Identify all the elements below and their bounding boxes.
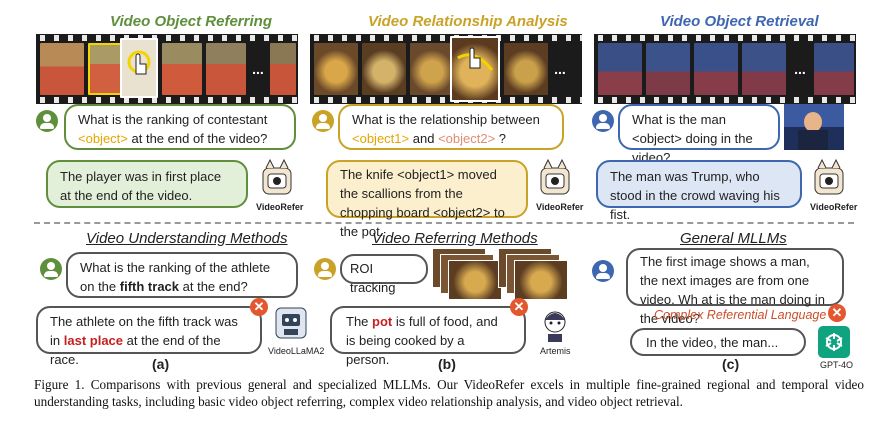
artemis-icon	[544, 311, 566, 342]
question-text-end: at the end?	[182, 279, 248, 294]
roi-tracking-bubble: ROI tracking	[340, 254, 428, 295]
crowd-frame-5	[814, 43, 854, 95]
crowd-frame-2	[646, 43, 690, 95]
panel-c-filmstrip: ...	[594, 34, 856, 104]
panel-a-question-bubble: What is the ranking of contestant <objec…	[64, 104, 296, 150]
user-icon	[36, 110, 58, 132]
object-crop-image	[784, 104, 844, 150]
answer-text: The man was Trump, who stood in the crow…	[610, 169, 780, 222]
user-icon	[312, 110, 334, 132]
object-token: <object>	[78, 131, 128, 146]
panel-c-sub-question-bubble: The first image shows a man, the next im…	[626, 248, 844, 326]
answer-text: The knife <object1> moved the scallions …	[340, 167, 505, 239]
section-divider	[34, 222, 854, 224]
user-icon	[592, 260, 614, 282]
race-frame-1	[40, 43, 84, 95]
model-label: VideoRefer	[256, 202, 304, 212]
answer-text: The	[346, 314, 369, 329]
videorefer-mascot-icon	[814, 158, 844, 195]
panel-a-title: Video Object Referring	[110, 13, 272, 30]
model-label: GPT-4O	[820, 360, 854, 370]
wrong-x-icon: ✕	[510, 298, 528, 316]
question-text: What is the ranking of the athlete on th…	[80, 260, 271, 294]
gpt-logo-icon	[818, 326, 850, 358]
crowd-frame-4	[742, 43, 786, 95]
figure-caption: Figure 1. Comparisons with previous gene…	[34, 377, 864, 409]
model-label: VideoLLaMA2	[268, 346, 325, 356]
panel-c-label: (c)	[722, 356, 740, 372]
and-text: and	[412, 131, 435, 146]
question-bold-text: fifth track	[119, 279, 180, 294]
kitchen-frame-2	[362, 43, 406, 95]
object2-token: <object2>	[438, 131, 496, 146]
more-frames-dots: ...	[554, 61, 566, 77]
hand-cursor-icon	[457, 47, 494, 71]
kitchen-frame-4	[504, 43, 548, 95]
panel-c-question-bubble: What is the man <object> doing in the vi…	[618, 104, 780, 165]
race-frame-4	[206, 43, 246, 95]
race-frame-5	[270, 43, 296, 95]
videorefer-mascot-icon	[540, 158, 570, 195]
answer-text-end: at the end of the race.	[50, 333, 221, 367]
videorefer-mascot-icon	[262, 158, 292, 195]
panel-b-filmstrip: ...	[310, 34, 582, 104]
panel-c-subtitle: General MLLMs	[680, 230, 787, 247]
question-text: What is the man <object> doing in the vi…	[632, 112, 753, 165]
panel-c-sub-answer-bubble: In the video, the man...	[630, 328, 806, 356]
model-label: VideoRefer	[810, 202, 858, 212]
videollama-icon	[275, 307, 307, 339]
model-label: VideoRefer	[536, 202, 584, 212]
panel-c-answer-bubble: The man was Trump, who stood in the crow…	[596, 160, 802, 222]
answer-text: In the video, the man...	[646, 335, 779, 350]
panel-a-answer-bubble: The player was in first place at the end…	[46, 160, 248, 208]
race-frame-3	[162, 43, 202, 95]
kitchen-frame-zoom	[450, 36, 500, 102]
panel-c-title: Video Object Retrieval	[660, 13, 819, 30]
answer-text-end: is full of food, and is being cooked by …	[346, 314, 498, 367]
more-frames-dots: ...	[794, 61, 806, 77]
kitchen-frame-1	[314, 43, 358, 95]
panel-a-subtitle: Video Understanding Methods	[86, 230, 288, 247]
question-text-end: at the end of the video?	[131, 131, 268, 146]
crowd-frame-1	[598, 43, 642, 95]
wrong-x-icon: ✕	[828, 304, 846, 322]
panel-b-question-bubble: What is the relationship between <object…	[338, 104, 564, 150]
question-text: What is the ranking of contestant	[78, 112, 268, 127]
panel-b-sub-answer-bubble: The pot is full of food, and is being co…	[330, 306, 526, 367]
crowd-frame-3	[694, 43, 738, 95]
panel-b-title: Video Relationship Analysis	[368, 13, 568, 30]
panel-a-label: (a)	[152, 356, 170, 372]
roi-frame-stack-2	[498, 248, 568, 300]
roi-text: ROI tracking	[350, 261, 396, 295]
more-frames-dots: ...	[252, 61, 264, 77]
question-text: The first image shows a man, the next im…	[640, 254, 825, 326]
panel-a-filmstrip: ...	[36, 34, 298, 104]
panel-b-answer-bubble: The knife <object1> moved the scallions …	[326, 160, 528, 239]
roi-frame-stack-1	[432, 248, 502, 300]
question-text: What is the relationship between	[352, 112, 540, 127]
answer-red-text: pot	[372, 314, 393, 329]
wrong-x-icon: ✕	[250, 298, 268, 316]
answer-text: The athlete on the fifth track was in	[50, 314, 238, 348]
object1-token: <object1>	[352, 131, 410, 146]
model-label: Artemis	[540, 346, 571, 356]
panel-b-label: (b)	[438, 356, 456, 372]
panel-a-sub-answer-bubble: The athlete on the fifth track was in la…	[36, 306, 262, 367]
answer-text: The player was in first place at the end…	[60, 169, 222, 203]
user-icon	[314, 258, 336, 280]
complex-language-label: Complex Referential Language	[654, 308, 827, 322]
question-mark: ?	[498, 131, 507, 146]
answer-red-text: last place	[63, 333, 124, 348]
user-icon	[40, 258, 62, 280]
user-icon	[592, 110, 614, 132]
race-frame-zoom	[120, 38, 158, 98]
panel-b-subtitle: Video Referring Methods	[372, 230, 538, 247]
kitchen-frame-3	[410, 43, 454, 95]
hand-cursor-icon	[127, 50, 151, 75]
panel-a-sub-question-bubble: What is the ranking of the athlete on th…	[66, 252, 298, 298]
